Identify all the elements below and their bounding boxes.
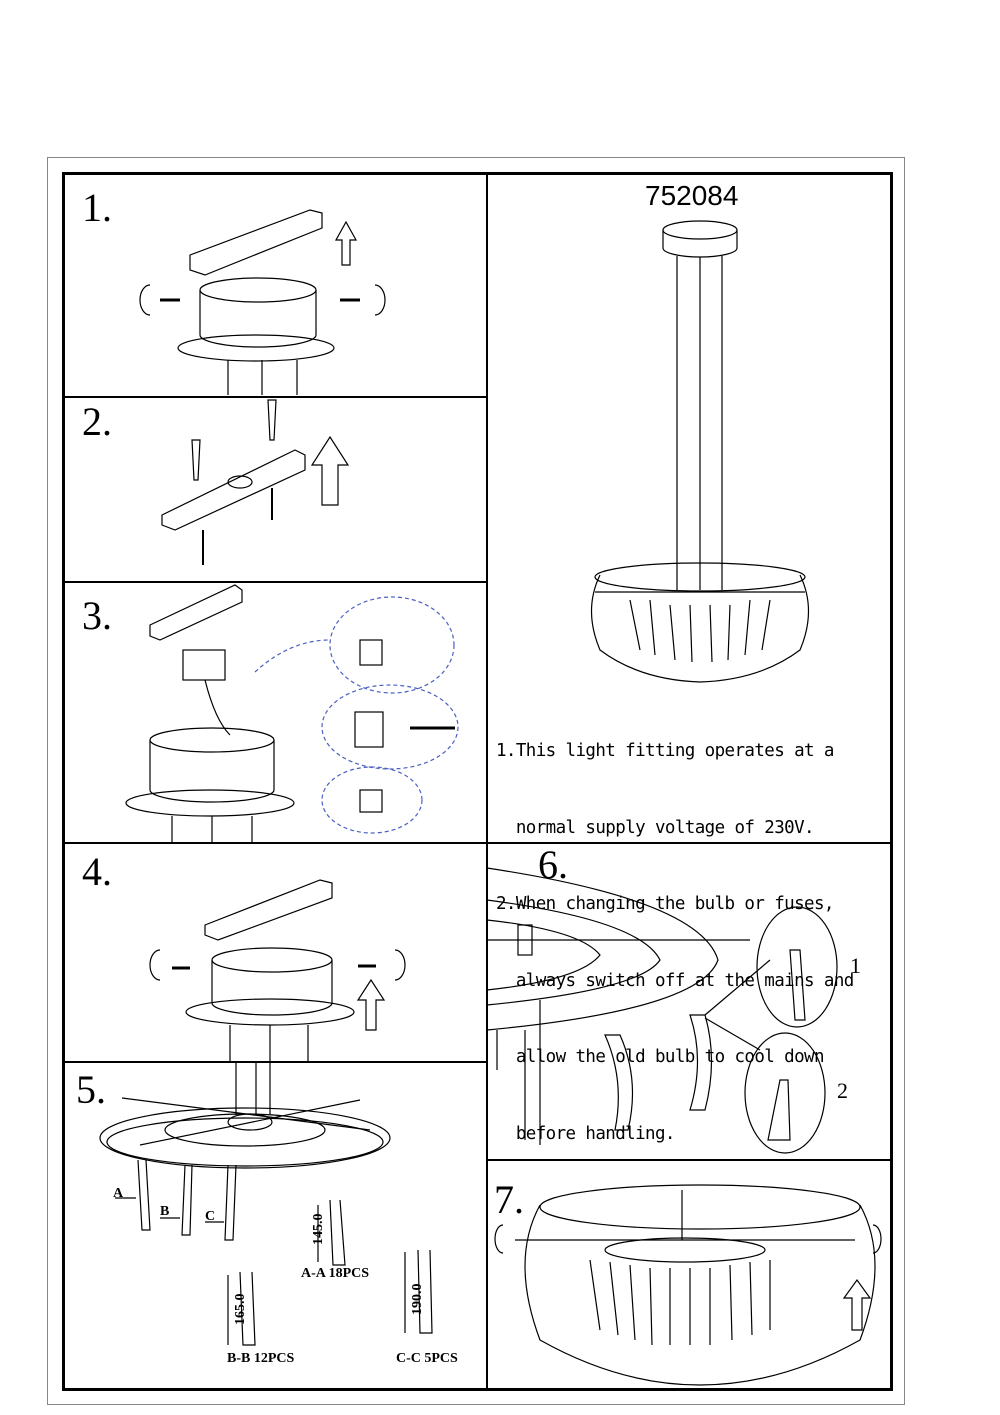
note-line: 1.This light fitting operates at a xyxy=(496,741,834,761)
note-line: before handling. xyxy=(496,1123,676,1144)
substep-1-label: 1 xyxy=(850,953,861,978)
step-5-number: 5. xyxy=(76,1067,106,1112)
step-1-drawing xyxy=(139,209,386,395)
length-c: 190.0 xyxy=(410,1284,425,1316)
divider xyxy=(62,842,893,844)
crystal-c-count: C-C 5PCS xyxy=(396,1351,458,1366)
note-line: normal supply voltage of 230V. xyxy=(496,817,815,838)
model-number: 752084 xyxy=(645,180,739,211)
length-b: 165.0 xyxy=(233,1294,248,1326)
step-3-number: 3. xyxy=(82,593,112,638)
crystal-a-count: A-A 18PCS xyxy=(301,1266,369,1281)
page-outer-border xyxy=(47,157,905,1405)
step-4-drawing xyxy=(149,879,406,1062)
divider xyxy=(62,1061,487,1063)
marker-a: A xyxy=(113,1186,124,1201)
safety-notes: 1.This light fitting operates at a norma… xyxy=(496,688,854,1173)
step-6-drawing xyxy=(486,867,838,1154)
step-7-number: 7. xyxy=(494,1177,524,1222)
step-7-drawing xyxy=(494,1184,882,1386)
marker-c: C xyxy=(205,1209,215,1224)
column-divider xyxy=(486,172,488,1391)
step-3-drawing xyxy=(125,584,459,842)
note-line: 2.When changing the bulb or fuses, xyxy=(496,894,834,914)
step-4-number: 4. xyxy=(82,849,112,894)
step-2-drawing xyxy=(161,399,350,565)
substep-2-label: 2 xyxy=(837,1078,848,1103)
divider xyxy=(487,1159,893,1161)
note-line: allow the old bulb to cool down xyxy=(496,1047,825,1067)
step-5-drawing xyxy=(99,1062,433,1346)
divider xyxy=(62,581,487,583)
divider xyxy=(62,396,487,398)
length-a: 145.0 xyxy=(311,1214,326,1246)
crystal-b-count: B-B 12PCS xyxy=(227,1351,295,1366)
page-frame xyxy=(62,172,893,1391)
step-2-number: 2. xyxy=(82,399,112,444)
marker-b: B xyxy=(160,1204,169,1219)
step-1-number: 1. xyxy=(82,185,112,230)
product-overview-drawing xyxy=(591,220,809,683)
